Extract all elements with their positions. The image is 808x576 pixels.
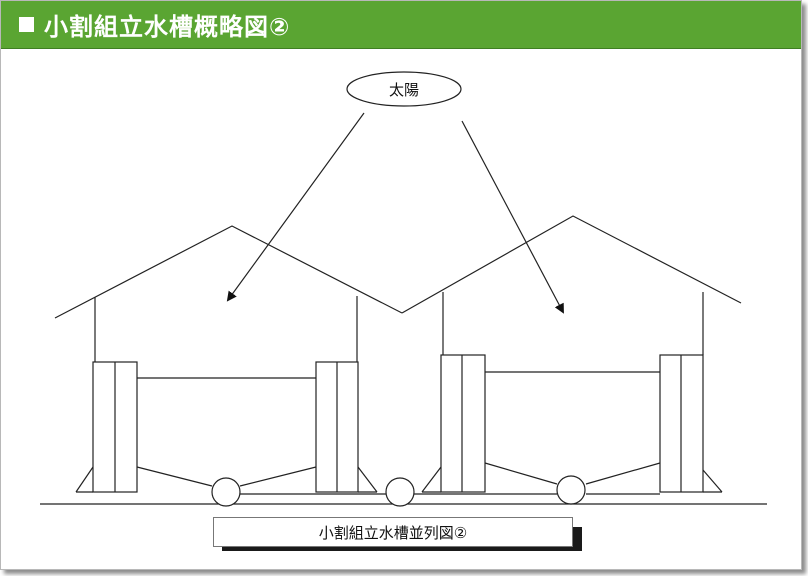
float-left (211, 477, 241, 507)
float-right (556, 475, 586, 505)
sun-ellipse (346, 71, 462, 107)
roof-right (401, 215, 742, 314)
sun-label: 太陽 (388, 80, 419, 99)
title-bar: 小割組立水槽概略図② (1, 1, 801, 49)
bullet-square-icon (19, 17, 34, 32)
tank-right (414, 354, 723, 495)
page-title: 小割組立水槽概略図② (44, 13, 291, 41)
sun-ray-left (226, 112, 365, 302)
sun-ray-right (461, 120, 564, 314)
tank-left (75, 361, 386, 495)
diagram-caption: 小割組立水槽並列図② (213, 517, 573, 547)
roof-left (54, 225, 403, 319)
float-center (385, 477, 415, 507)
